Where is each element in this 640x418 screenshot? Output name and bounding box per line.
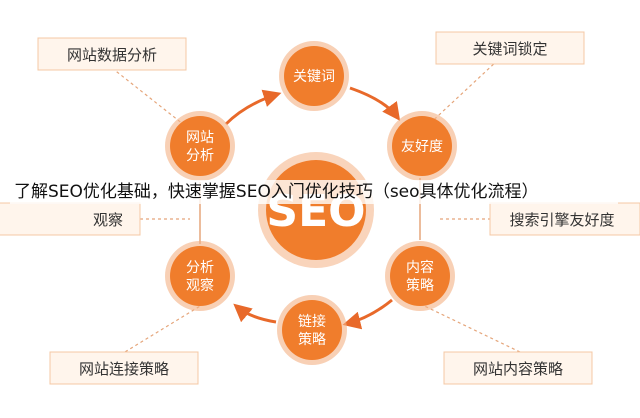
node-label: 友好度 (401, 139, 443, 155)
node-circle (392, 116, 452, 176)
arrow-content-to-link (342, 298, 393, 330)
arrow-link-to-analysis (233, 303, 277, 324)
node-keyword: 关键词 (279, 41, 349, 111)
arrow-keyword-to-friendly (349, 86, 401, 121)
connector-top-right (424, 59, 499, 129)
node-circle (282, 300, 342, 360)
node-circle (390, 246, 450, 306)
box-mid-left-label: 观察 (93, 211, 123, 229)
box-mid-right-label: 搜索引擎友好度 (509, 211, 614, 229)
node-label: 观察 (186, 277, 214, 294)
node-content-strategy: 内容策略 (385, 241, 455, 311)
box-top-left: 网站数据分析 (37, 37, 187, 71)
connector-bottom-right (411, 299, 521, 353)
node-label: 分析 (186, 148, 214, 164)
callout-boxes: 网站数据分析 关键词锁定 观察 搜索引擎友好度 网站连接策略 网站内容策略 (0, 31, 640, 385)
seo-hub: SEO (258, 152, 374, 268)
box-bottom-left-label: 网站连接策略 (79, 360, 169, 378)
box-top-right-label: 关键词锁定 (472, 40, 547, 58)
node-label: 链接 (298, 313, 326, 330)
box-mid-right: 搜索引擎友好度 (489, 202, 640, 236)
node-circle (170, 246, 230, 306)
connector-top-left (111, 67, 189, 129)
node-circle (170, 116, 230, 176)
node-label: 策略 (298, 331, 326, 348)
cycle-arrows (199, 86, 421, 330)
box-mid-left: 观察 (0, 202, 141, 236)
node-label: 内容 (406, 259, 434, 276)
box-top-right: 关键词锁定 (435, 31, 585, 65)
node-label: 网站 (186, 130, 214, 146)
box-bottom-right-label: 网站内容策略 (473, 360, 563, 378)
box-bottom-right: 网站内容策略 (443, 351, 593, 385)
node-friendliness: 友好度 (387, 111, 457, 181)
box-top-left-label: 网站数据分析 (67, 46, 157, 64)
callout-connectors (111, 59, 521, 356)
article-title: 了解SEO优化基础，快速掌握SEO入门优化技巧（seo具体优化流程） (10, 180, 618, 204)
node-label: 策略 (406, 277, 434, 294)
node-label: 关键词 (293, 69, 335, 85)
node-label: 分析 (186, 260, 214, 276)
node-circle (284, 46, 344, 106)
box-bottom-left: 网站连接策略 (49, 351, 199, 385)
arrow-site-to-keyword (224, 89, 282, 126)
